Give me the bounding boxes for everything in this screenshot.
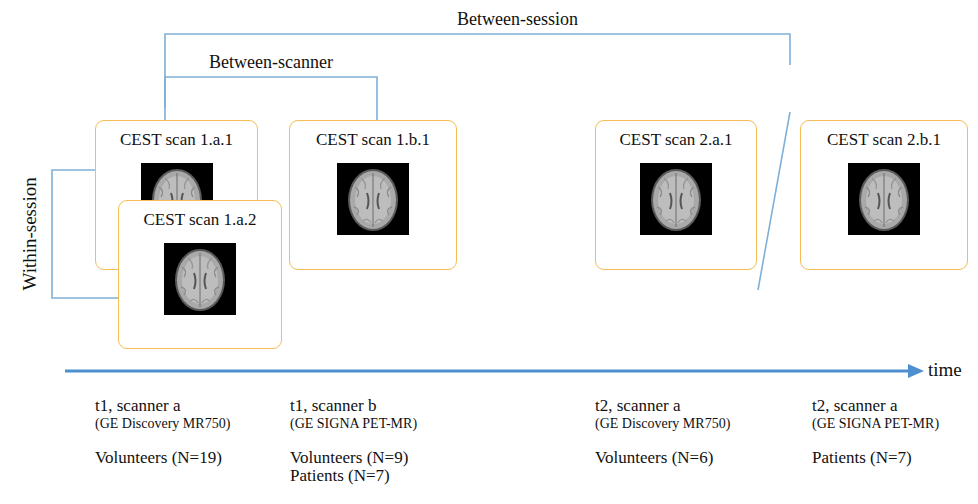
scan-box: CEST scan 2.b.1: [800, 120, 968, 270]
between-session-bracket: [165, 34, 790, 108]
condition-label: (GE SIGNA PET-MR): [290, 416, 417, 432]
time-arrowhead: [908, 364, 924, 378]
condition-label: t2, scanner a: [812, 396, 897, 416]
brain-scan-image: [640, 163, 712, 235]
scan-box: CEST scan 2.a.1: [595, 120, 757, 270]
bracket-label: Within-session: [19, 177, 41, 290]
brain-scan-image: [164, 243, 236, 315]
condition-label: t2, scanner a: [595, 396, 680, 416]
separator-slash: [758, 112, 790, 290]
scan-title: CEST scan 2.a.1: [596, 130, 756, 150]
axis-label: time: [928, 359, 962, 381]
bracket-label: Between-scanner: [209, 52, 333, 73]
condition-label: Volunteers (N=19): [95, 448, 222, 468]
condition-label: (GE SIGNA PET-MR): [812, 416, 939, 432]
comparison-bracket: [165, 77, 377, 120]
scan-box: CEST scan 1.b.1: [289, 120, 457, 270]
condition-label: (GE Discovery MR750): [595, 416, 730, 432]
condition-label: Volunteers (N=9): [290, 448, 408, 468]
brain-scan-image: [337, 163, 409, 235]
condition-label: (GE Discovery MR750): [95, 416, 230, 432]
condition-label: t1, scanner a: [95, 396, 180, 416]
scan-title: CEST scan 1.a.1: [96, 130, 257, 150]
time-axis: [65, 370, 912, 373]
condition-label: t1, scanner b: [290, 396, 376, 416]
scan-box: CEST scan 1.a.2: [118, 200, 282, 349]
condition-label: Patients (N=7): [812, 448, 912, 468]
scan-title: CEST scan 2.b.1: [801, 130, 967, 150]
bracket-label: Between-session: [457, 9, 578, 30]
brain-scan-image: [848, 163, 920, 235]
condition-label: Patients (N=7): [290, 466, 390, 486]
condition-label: Volunteers (N=6): [595, 448, 713, 468]
scan-title: CEST scan 1.a.2: [119, 210, 281, 230]
scan-title: CEST scan 1.b.1: [290, 130, 456, 150]
